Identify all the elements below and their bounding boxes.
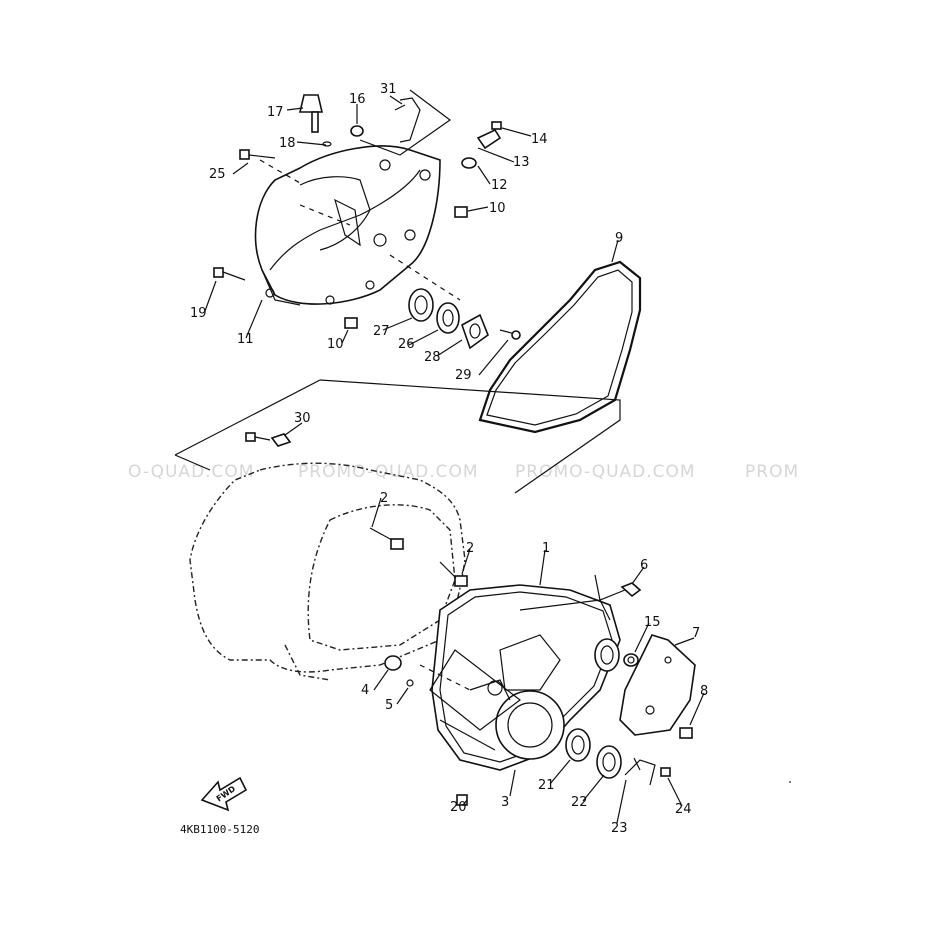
callout-13: 13	[513, 155, 530, 170]
watermark-text: PROMO-QUAD.COM	[298, 462, 479, 482]
callout-11: 11	[237, 332, 254, 347]
callout-10: 10	[327, 337, 344, 352]
callout-17: 17	[267, 105, 284, 120]
callout-2: 2	[380, 491, 388, 506]
watermark-text: PROMO-QUAD.COM	[515, 462, 696, 482]
crankcase-cover-left	[254, 145, 441, 306]
callout-12: 12	[491, 178, 508, 193]
dowels-2	[369, 527, 468, 587]
callout-4: 4	[361, 683, 369, 698]
seal-bearing-group	[408, 288, 521, 350]
callout-labels: 1 2 2 3 4 5 6 7 8 9 10 10 11 12 13 14 15…	[190, 82, 708, 836]
callout-9: 9	[615, 231, 623, 246]
callout-15: 15	[644, 615, 661, 630]
fwd-arrow-icon: FWD	[200, 776, 248, 812]
callout-1: 1	[542, 541, 550, 556]
speck	[789, 781, 791, 783]
small-parts-top	[213, 94, 502, 447]
callout-18: 18	[279, 136, 296, 151]
callout-21: 21	[538, 778, 555, 793]
callout-3: 3	[501, 795, 509, 810]
callout-26: 26	[398, 337, 415, 352]
watermark-text: PROM	[745, 462, 799, 482]
cover-7	[619, 634, 696, 736]
callout-19: 19	[190, 306, 207, 321]
callout-23: 23	[611, 821, 628, 836]
leader-lines	[204, 95, 705, 824]
watermark-layer: O-QUAD.COM PROMO-QUAD.COM PROMO-QUAD.COM…	[128, 462, 799, 482]
callout-6: 6	[640, 558, 648, 573]
gasket-9	[478, 260, 642, 434]
callout-16: 16	[349, 92, 366, 107]
callout-20: 20	[450, 800, 467, 815]
callout-27: 27	[373, 324, 390, 339]
callout-8: 8	[700, 684, 708, 699]
callout-28: 28	[424, 350, 441, 365]
callout-30: 30	[294, 411, 311, 426]
callout-2: 2	[466, 541, 474, 556]
reference-lines-upper	[174, 89, 621, 494]
watermark-text: O-QUAD.COM	[128, 462, 254, 482]
reference-lines-lower	[419, 574, 626, 731]
callout-7: 7	[692, 626, 700, 641]
callout-24: 24	[675, 802, 692, 817]
crankcase-cover-right	[431, 584, 621, 771]
callout-5: 5	[385, 698, 393, 713]
callout-14: 14	[531, 132, 548, 147]
small-parts-lower	[384, 582, 693, 806]
diagram-code: 4KB1100-5120	[180, 823, 259, 836]
callout-31: 31	[380, 82, 397, 97]
callout-29: 29	[455, 368, 472, 383]
callout-25: 25	[209, 167, 226, 182]
callout-10: 10	[489, 201, 506, 216]
callout-22: 22	[571, 795, 588, 810]
engine-block-outline	[189, 462, 466, 681]
